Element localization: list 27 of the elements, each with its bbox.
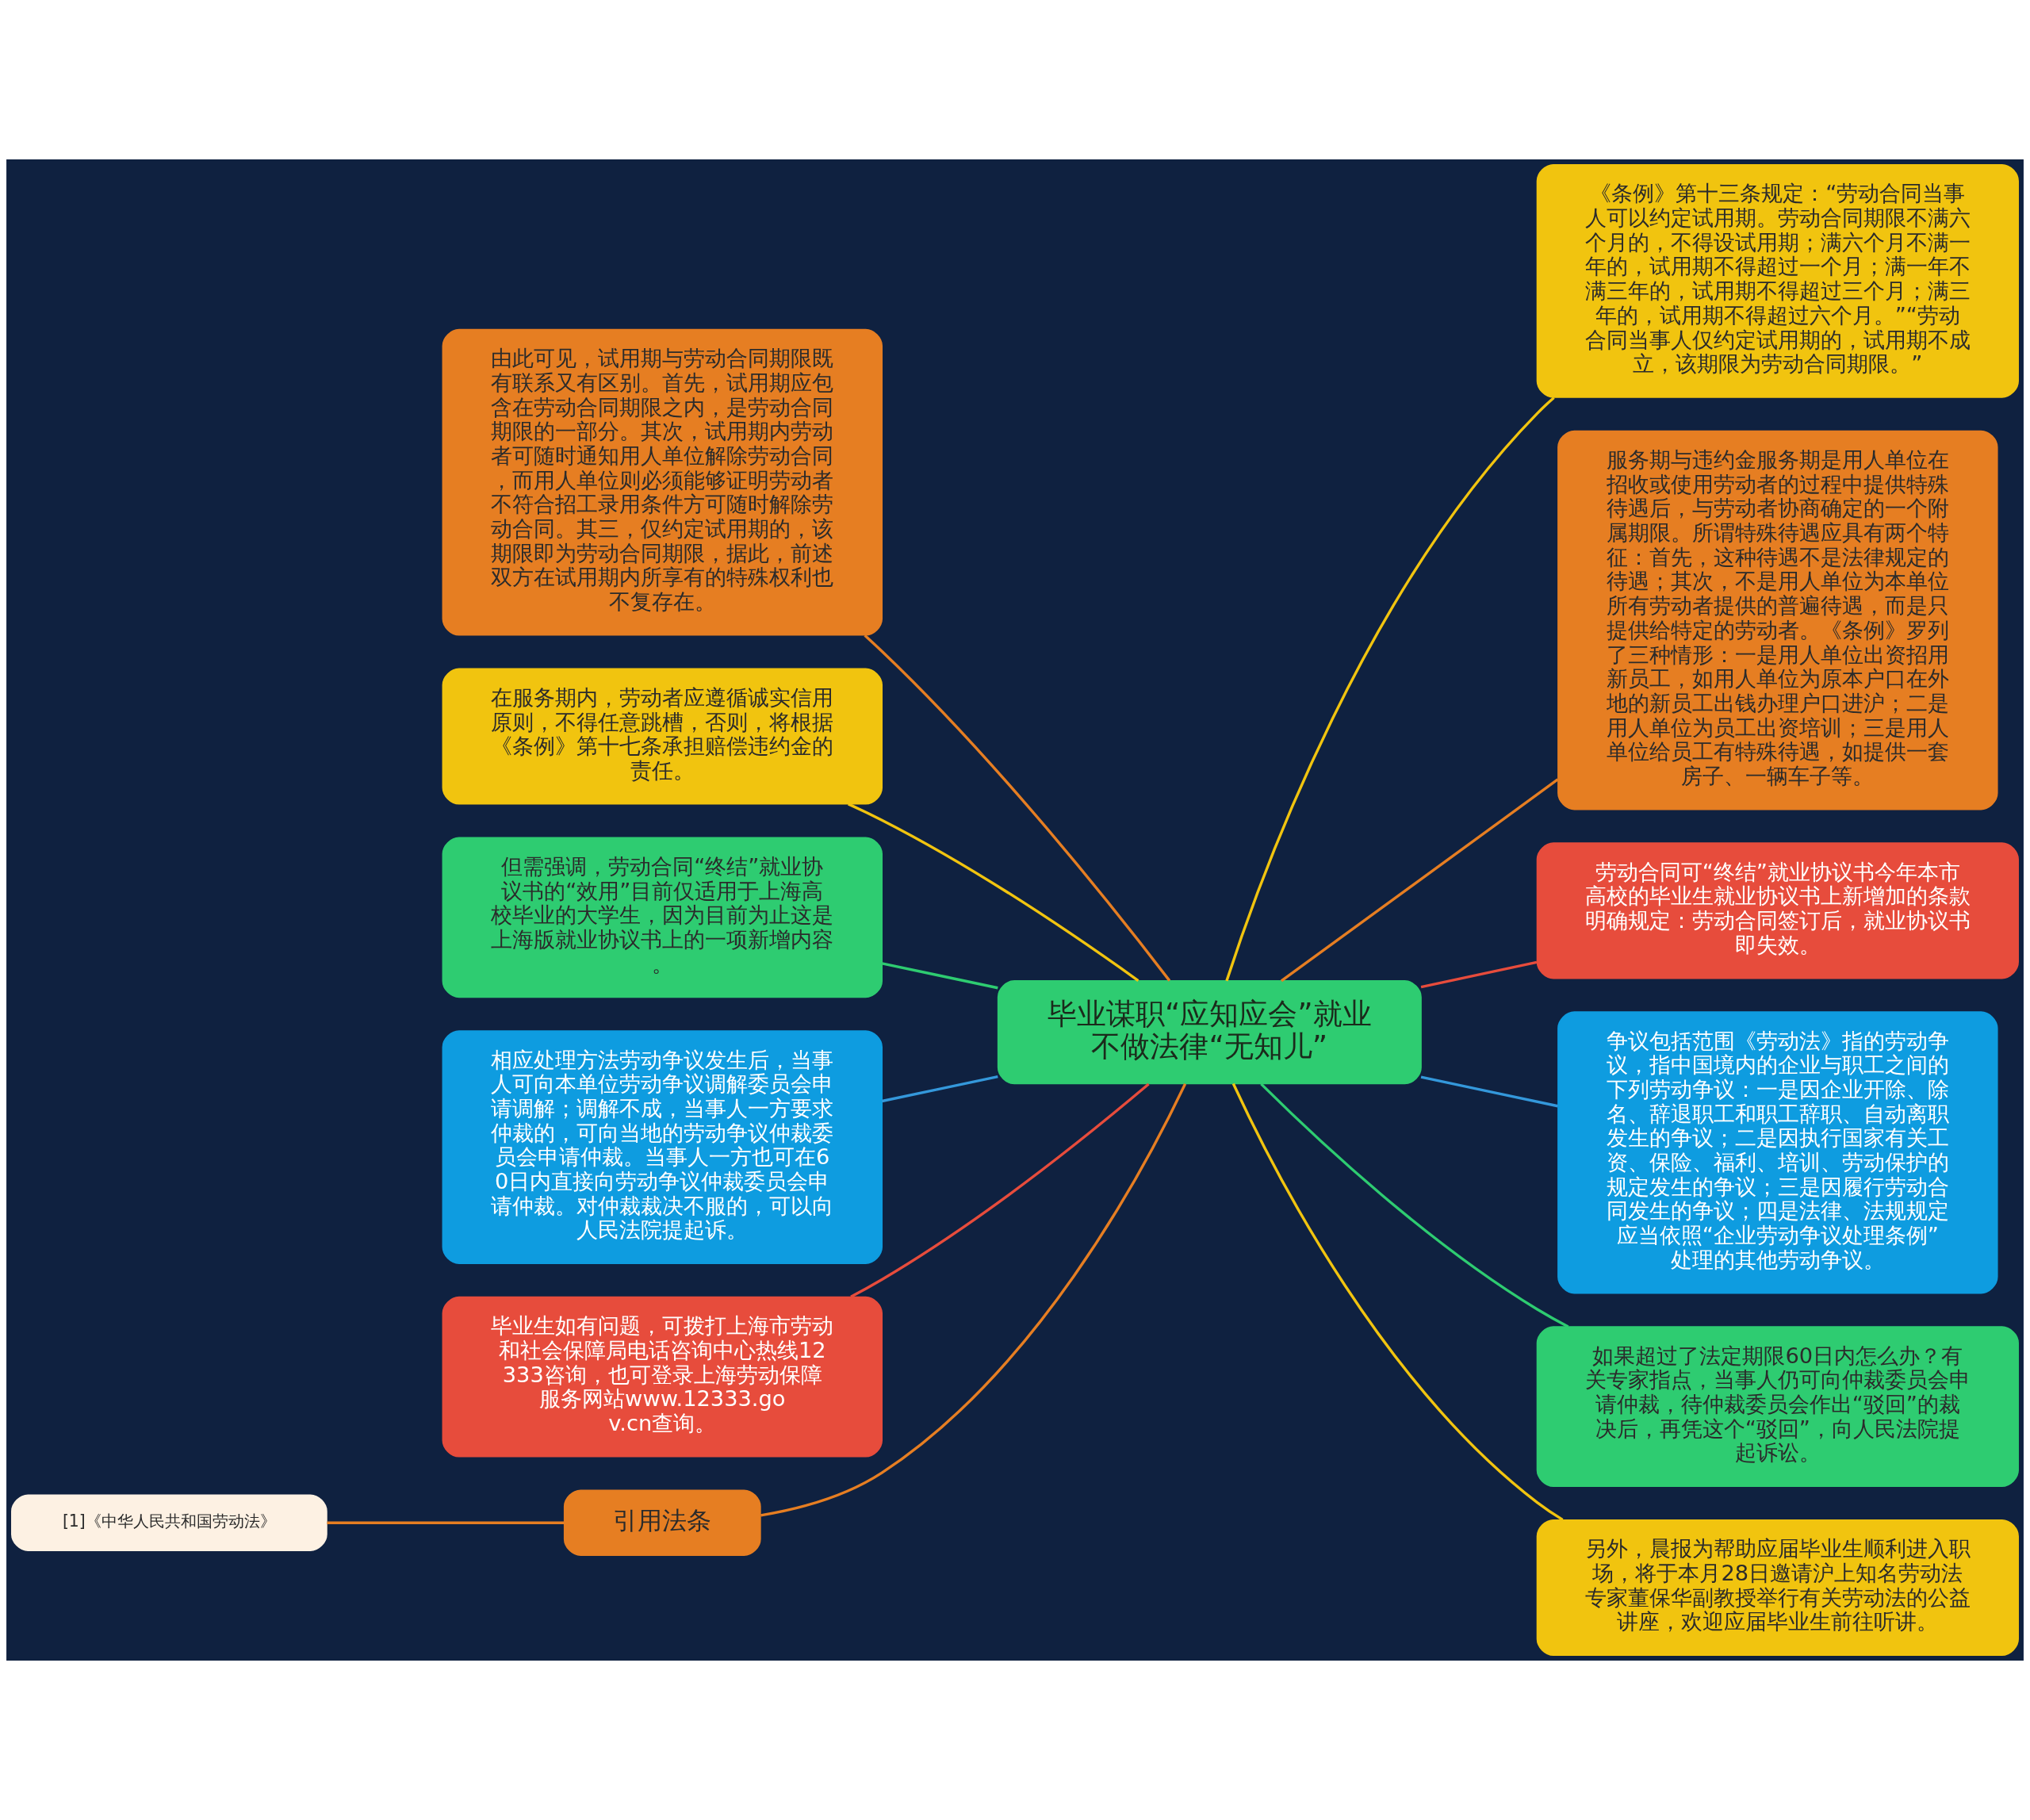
connector — [1225, 397, 1555, 982]
node-box: 由此可见，试用期与劳动合同期限既有联系又有区别。首先，试用期应包含在劳动合同期限之内，是劳动合同期限的一部分。其次，试用期内劳动者可随时通知用人单位解除劳动合同，而用人单位则必须能够证明劳动者不符合招工录用条件方可随时解除劳动合同。其三，仅约定试用期的，该期限即为劳动合同期限，据此，前述双方在试用期内所享有的特殊权利也不复存在。 — [442, 328, 883, 636]
connector — [1420, 1075, 1558, 1108]
node-box: 毕业谋职“应知应会”就业不做法律“无知儿” — [997, 980, 1422, 1085]
node-box: 如果超过了法定期限60日内怎么办？有关专家指点，当事人仍可向仲裁委员会申请仲裁，待仲裁委员会作出“驳回”的裁决后，再凭这个“驳回”，向人民法院提起诉讼。 — [1536, 1326, 2019, 1488]
node-box: 在服务期内，劳动者应遵循诚实信用原则，不得任意跳槽，否则，将根据《条例》第十七条承担赔偿违约金的责任。 — [442, 668, 883, 805]
node-box: 毕业生如有问题，可拨打上海市劳动和社会保障局电话咨询中心热线12333咨询，也可登录上海劳动保障服务网站www.12333.gov.cn查询。 — [442, 1296, 883, 1458]
connector — [1231, 1082, 1564, 1521]
connector — [1280, 778, 1559, 983]
node-box: [1]《中华人民共和国劳动法》 — [11, 1494, 327, 1551]
node-box: 争议包括范围《劳动法》指的劳动争议，指中国境内的企业与职工之间的下列劳动争议：一是因企业开除、除名、辞退职工和职工辞职、自动离职发生的争议；二是因执行国家有关工资、保险、福利、培训、劳动保护的规定发生的争议；三是因履行劳动合同发生的争议；四是法律、法规规定应当依照“企业劳动争议处理条例”处理的其他劳动争议。 — [1557, 1011, 1998, 1294]
connector — [760, 1082, 1187, 1517]
node-box: 另外，晨报为帮助应届毕业生顺利进入职场，将于本月28日邀请沪上知名劳动法专家董保华副教授举行有关劳动法的公益讲座，欢迎应届毕业生前往听讲。 — [1536, 1519, 2019, 1657]
connector — [864, 634, 1171, 982]
node-box: 《条例》第十三条规定：“劳动合同当事人可以约定试用期。劳动合同期限不满六个月的，不得设试用期；满六个月不满一年的，试用期不得超过一个月；满一年不满三年的，试用期不得超过三个月；满三年的，试用期不得超过六个月。”“劳动合同当事人仅约定试用期的，试用期不成立，该期限为劳动合同期限。” — [1536, 163, 2019, 398]
node-box: 相应处理方法劳动争议发生后，当事人可向本单位劳动争议调解委员会申请调解；调解不成，当事人一方要求仲裁的，可向当地的劳动争议仲裁委员会申请仲裁。当事人一方也可在60日内直接向劳动争议仲裁委员会申请仲裁。对仲裁裁决不服的，可以向人民法院提起诉。 — [442, 1030, 883, 1264]
connector — [1260, 1082, 1569, 1328]
connector — [1420, 960, 1538, 989]
node-box: 但需强调，劳动合同“终结”就业协议书的“效用”目前仅适用于上海高校毕业的大学生，因为目前为止这是上海版就业协议书上的一项新增内容。 — [442, 837, 883, 998]
node-box: 引用法条 — [563, 1489, 761, 1556]
node-box: 劳动合同可“终结”就业协议书今年本市高校的毕业生就业协议书上新增加的条款明确规定：劳动合同签订后，就业协议书即失效。 — [1536, 842, 2019, 979]
node-box: 服务期与违约金服务期是用人单位在招收或使用劳动者的过程中提供特殊待遇后，与劳动者协商确定的一个附属期限。所谓特殊待遇应具有两个特征：首先，这种待遇不是法律规定的待遇；其次，不是用人单位为本单位所有劳动者提供的普遍待遇，而是只提供给特定的劳动者。《条例》罗列了三种情形：一是用人单位出资招用新员工，如用人单位为原本户口在外地的新员工出钱办理户口进沪；二是用人单位为员工出资培训；三是用人单位给员工有特殊待遇，如提供一套房子、一辆车子等。 — [1557, 430, 1998, 810]
connector — [848, 803, 1139, 982]
connector — [850, 1082, 1150, 1298]
connector — [881, 1075, 998, 1103]
connector — [881, 962, 998, 990]
connector — [327, 1521, 565, 1524]
